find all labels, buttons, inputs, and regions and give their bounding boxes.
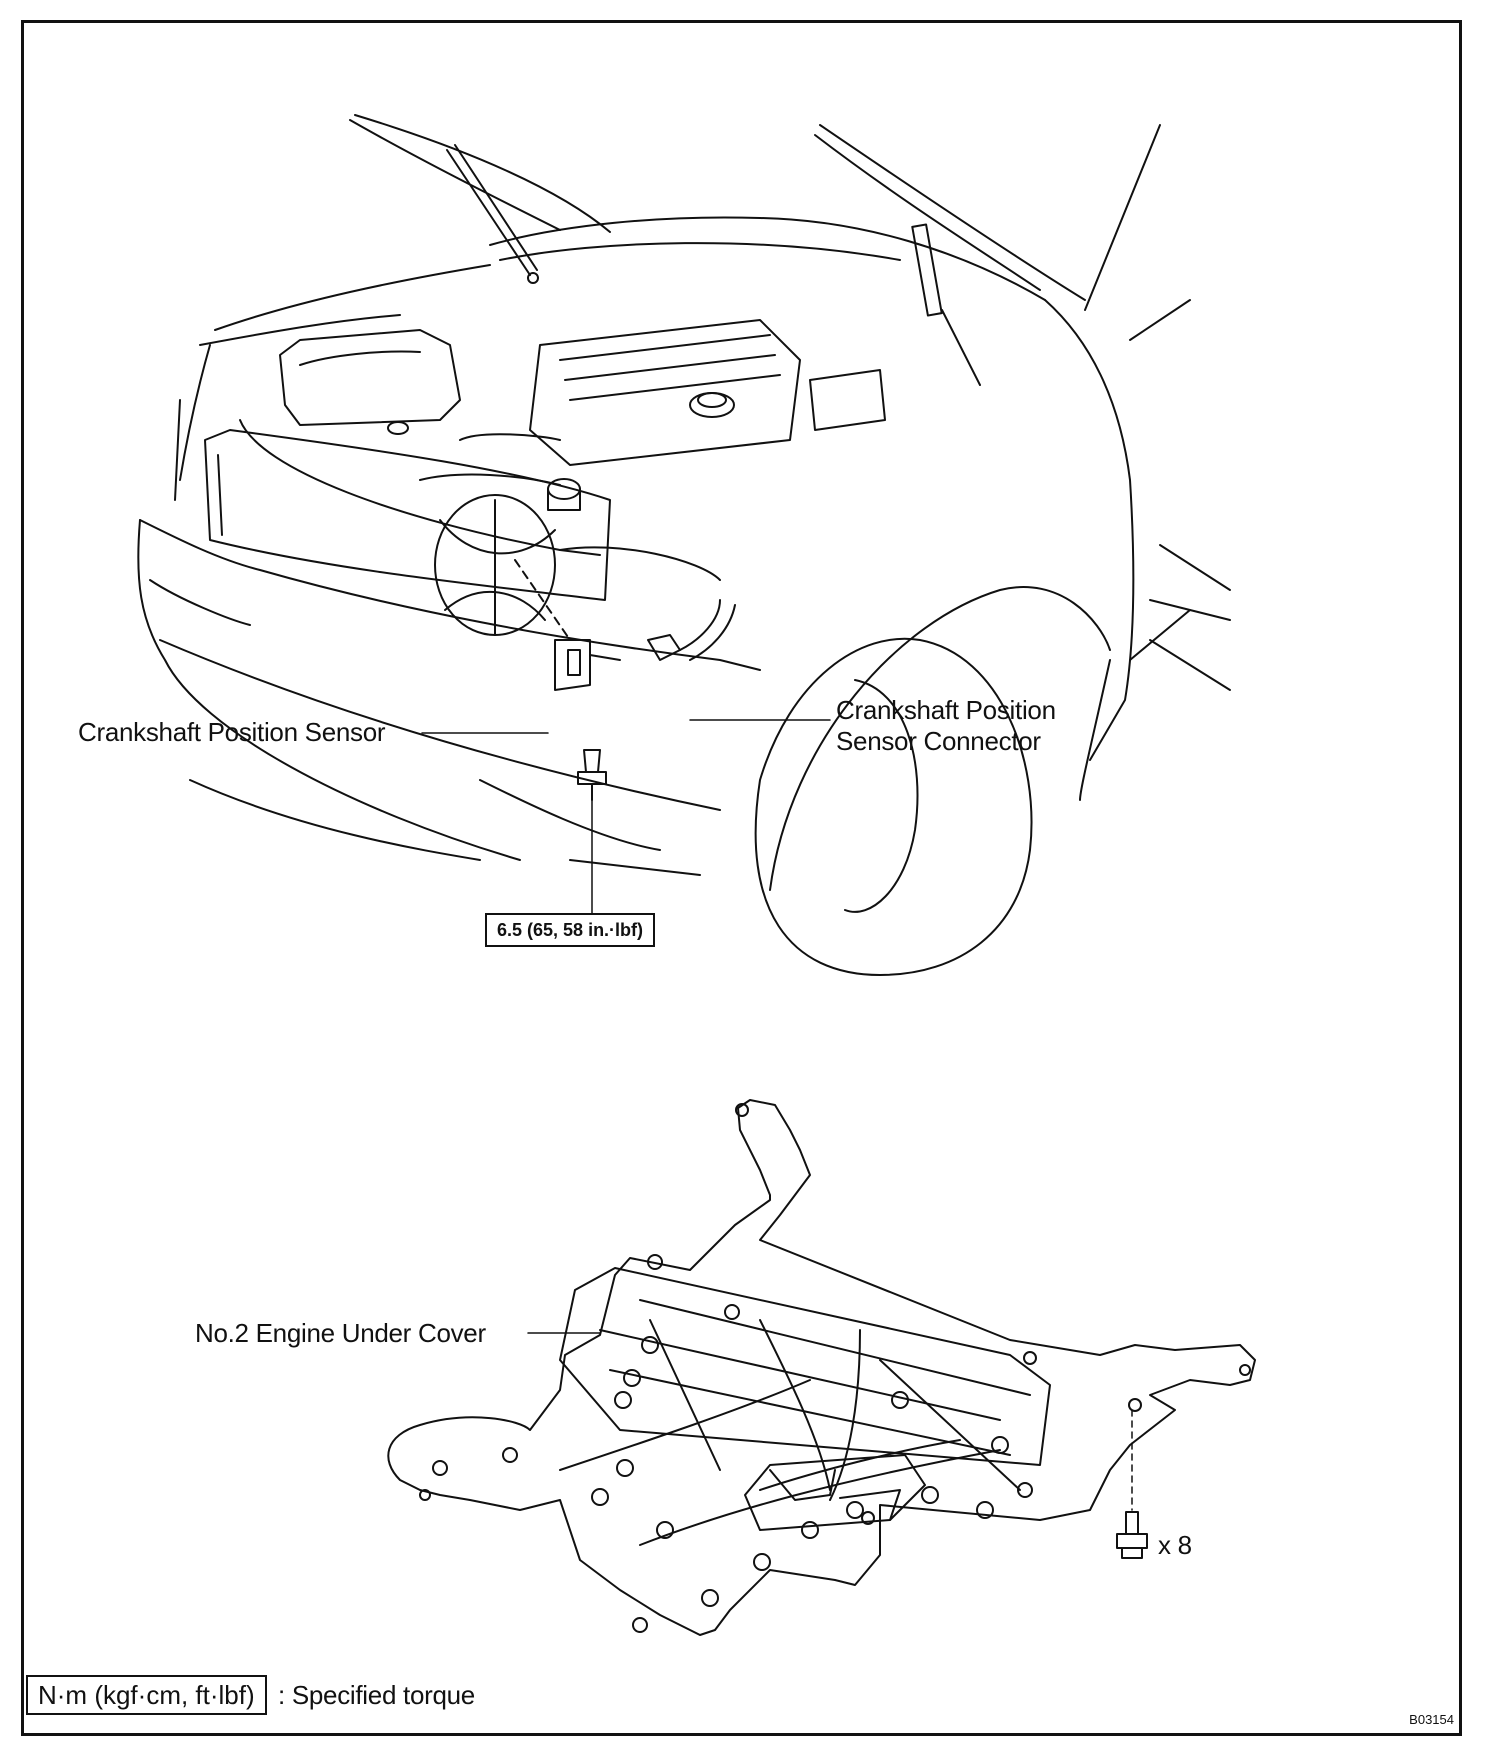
torque-unit-description: : Specified torque <box>278 1680 475 1710</box>
crankshaft-connector-label-line2: Sensor Connector <box>836 726 1041 756</box>
diagram-frame <box>21 20 1462 1736</box>
vehicle-front-illustration <box>137 114 1231 976</box>
crankshaft-position-sensor-label: Crankshaft Position Sensor <box>78 717 386 747</box>
bolt-count-label: x 8 <box>1158 1530 1192 1560</box>
torque-unit-box: N·m (kgf·cm, ft·lbf) <box>26 1675 267 1715</box>
engine-under-cover-illustration <box>387 1099 1256 1636</box>
engine-under-cover-label: No.2 Engine Under Cover <box>195 1318 486 1348</box>
figure-id: B03154 <box>1409 1712 1454 1727</box>
torque-spec-box: 6.5 (65, 58 in.·lbf) <box>485 913 656 947</box>
crankshaft-connector-label-line1: Crankshaft Position <box>836 695 1056 725</box>
